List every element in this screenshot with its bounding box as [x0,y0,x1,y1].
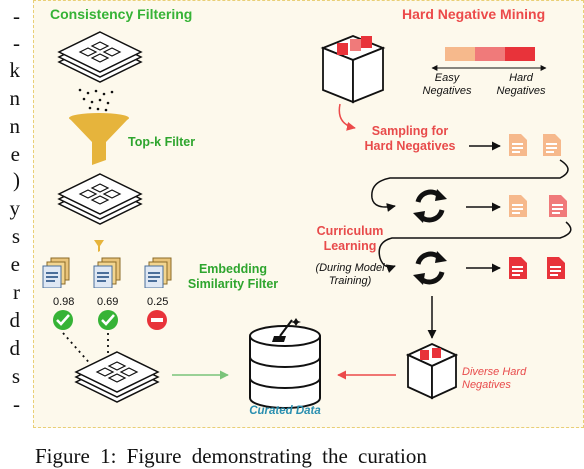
score-2: 0.69 [97,296,119,308]
legend-hard-line1: Hard [509,72,533,84]
topk-filter-label: Top-k Filter [128,135,196,149]
figure-caption: Figure 1: Figure demonstrating the curat… [35,444,427,468]
middle-stack-icon [58,173,142,225]
curve-connector-2 [378,221,572,273]
database-icon [249,325,321,409]
diverse-negatives-line2: Negatives [462,379,511,391]
edge-letter: - [13,31,20,55]
edge-letter: r [13,280,20,304]
filter-funnel-small-icon [94,240,104,252]
check-icon-1 [53,310,73,330]
sampling-label-line1: Sampling for [371,124,449,138]
easy-doc-icon-3 [509,195,527,217]
difficulty-legend-bar [431,47,547,71]
easy-doc-icon-2 [543,134,561,156]
edge-letter: n [9,86,21,110]
during-training-line2: Training) [328,275,372,287]
edge-letter: k [9,58,21,82]
candidate-doc-icon-3 [144,257,172,288]
legend-hard-label: Hard Negatives [490,72,552,98]
edge-letter: e [10,252,20,276]
title-consistency-filtering: Consistency Filtering [50,6,193,22]
hard-doc-icon-1 [509,257,527,279]
edge-letter: s [11,364,20,388]
embedding-filter-label: Embedding Similarity Filter [178,262,288,292]
cycle-icon-2 [413,251,447,285]
embedding-filter-label-line2: Similarity Filter [187,277,279,291]
during-training-label: (During Model Training) [302,262,398,288]
curriculum-label-line1: Curriculum [316,224,384,238]
embedding-filter-label-line1: Embedding [198,262,268,276]
funnel-icon [69,113,129,165]
mid-doc-icon [549,195,567,217]
legend-easy-line2: Negatives [422,85,472,97]
edge-letter: y [9,196,21,220]
curriculum-label-line2: Learning [323,239,377,253]
arrow-to-sampling [338,103,356,131]
title-hard-negative-mining: Hard Negative Mining [402,6,546,22]
edge-letter: e [10,142,20,166]
query-cube-icon [320,35,386,104]
reject-icon [147,310,167,330]
during-training-line1: (During Model [315,262,385,274]
curated-data-label: Curated Data [249,405,321,417]
edge-letter: ) [13,168,20,192]
sampling-label: Sampling for Hard Negatives [352,124,468,154]
edge-letter: - [13,4,20,28]
diverse-negatives-line1: Diverse Hard [462,366,527,378]
score-1: 0.98 [53,296,75,308]
edge-letter: - [13,392,20,416]
broom-icon [272,318,301,342]
edge-letter: n [9,114,21,138]
sampling-label-line2: Hard Negatives [364,139,456,153]
easy-doc-icon-1 [509,134,527,156]
falling-dots [78,88,114,112]
legend-easy-line1: Easy [434,72,460,84]
diverse-negatives-label: Diverse Hard Negatives [462,366,542,392]
candidate-doc-icon-1 [42,257,70,288]
bottom-stack-icon [75,351,159,403]
curve-connector-1 [371,159,569,212]
edge-letter: d [9,308,21,332]
curriculum-label: Curriculum Learning [300,224,400,254]
edge-letter: d [9,336,21,360]
candidate-doc-icon-2 [93,257,121,288]
legend-easy-label: Easy Negatives [419,72,475,98]
cycle-icon-1 [413,189,447,223]
diverse-cube-icon [405,343,459,400]
legend-hard-line2: Negatives [496,85,546,97]
edge-letter: s [11,224,20,248]
check-icon-2 [98,310,118,330]
hard-doc-icon-2 [547,257,565,279]
score-3: 0.25 [147,296,169,308]
top-stack-icon [58,31,142,83]
